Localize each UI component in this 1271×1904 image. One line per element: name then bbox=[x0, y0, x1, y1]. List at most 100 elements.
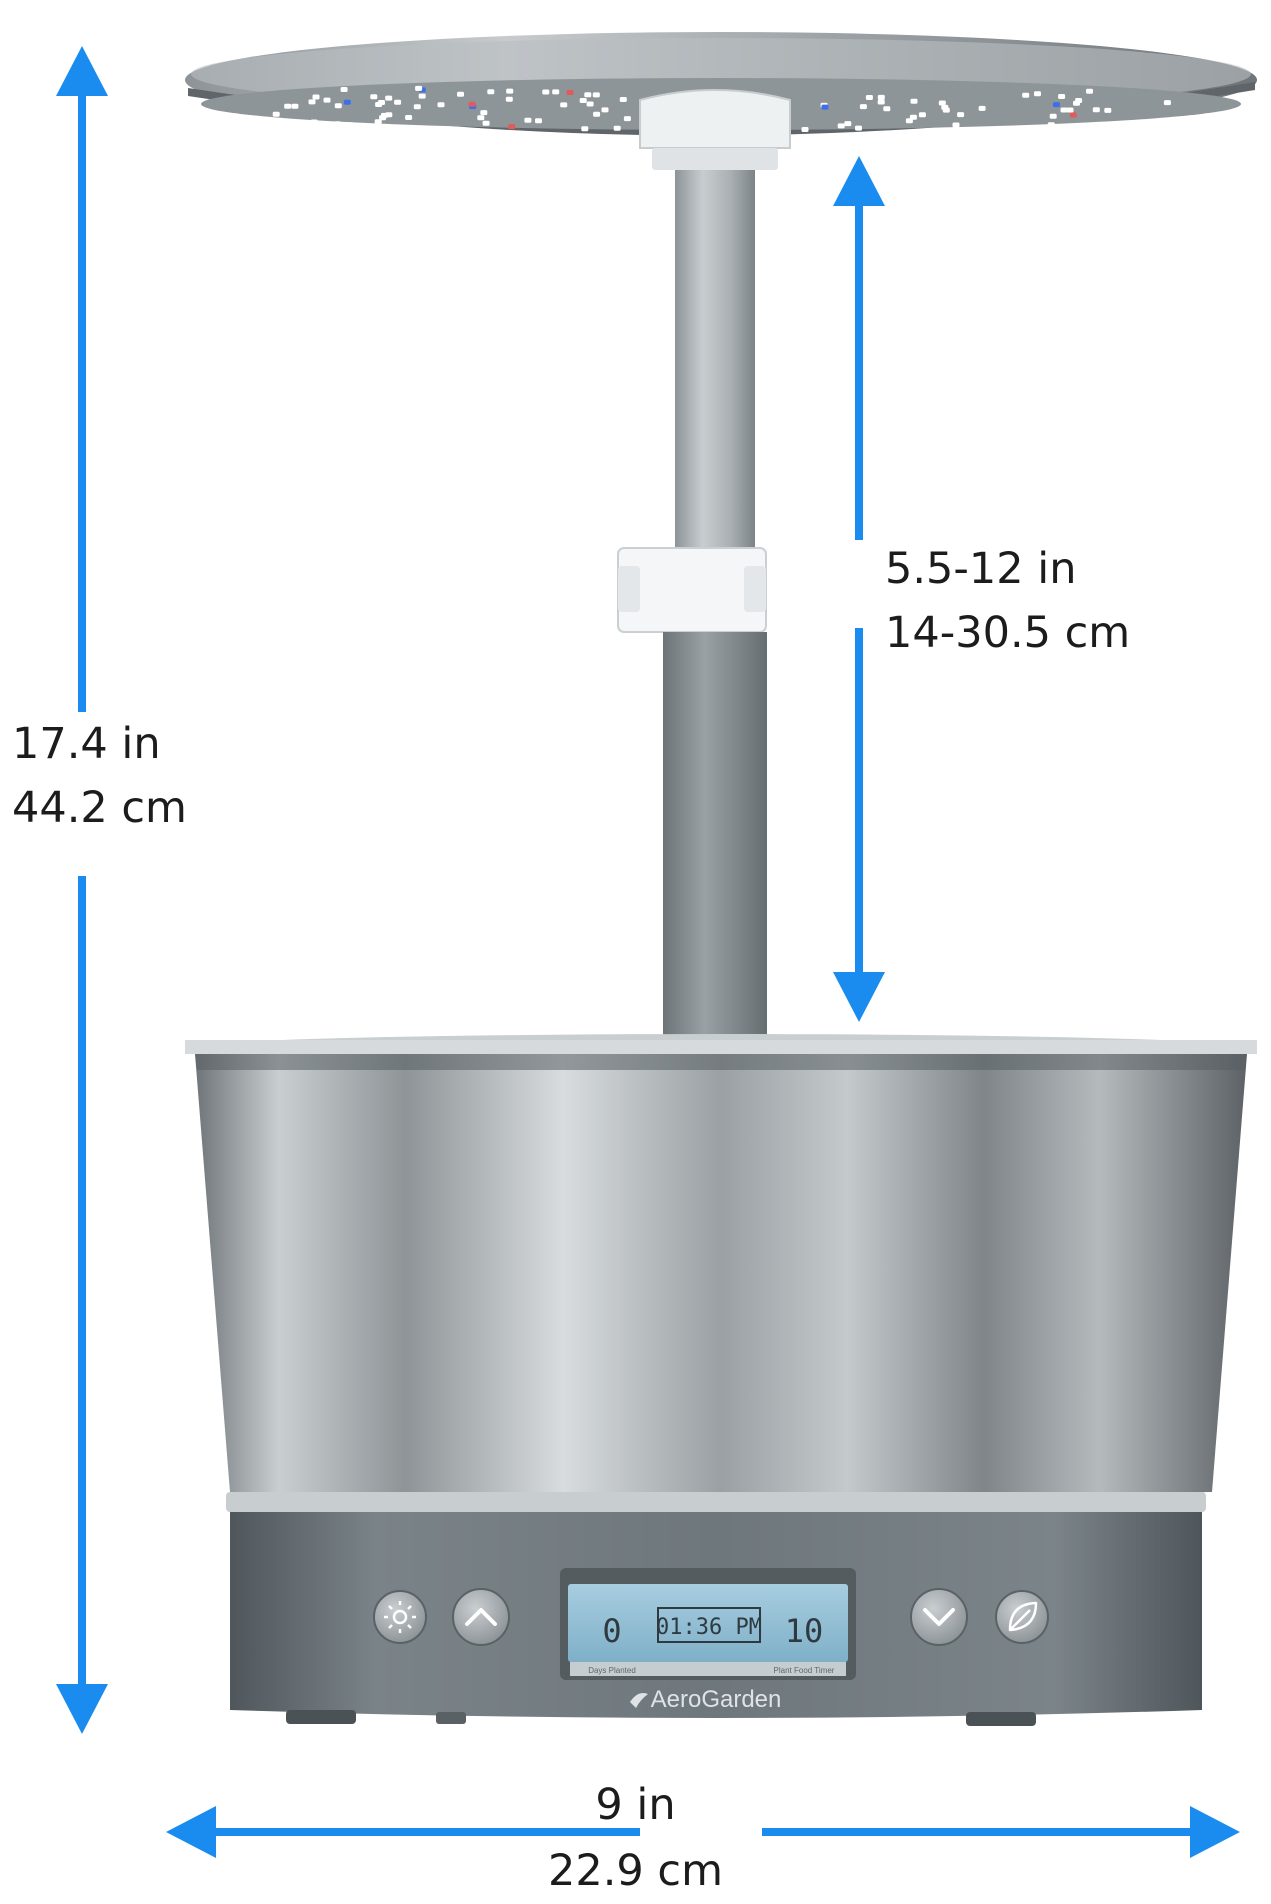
base-width-label: 9 in 22.9 cm bbox=[0, 1772, 1271, 1904]
led-dot bbox=[1163, 100, 1171, 106]
led-dot bbox=[877, 94, 885, 100]
led-dot bbox=[601, 107, 609, 113]
led-dot bbox=[385, 112, 393, 118]
light-extension-imperial: 5.5-12 in bbox=[885, 544, 1077, 594]
led-dot bbox=[1104, 107, 1112, 113]
down-button[interactable] bbox=[910, 1588, 968, 1646]
led-dot bbox=[859, 104, 867, 110]
led-dot bbox=[910, 98, 918, 104]
led-dot bbox=[343, 99, 351, 105]
total-height-arrow bbox=[56, 46, 108, 1734]
sun-icon bbox=[384, 1601, 416, 1633]
led-dot bbox=[340, 87, 348, 92]
led-dot bbox=[821, 104, 829, 110]
led-dot bbox=[524, 117, 532, 123]
leaf-icon bbox=[1008, 1601, 1038, 1632]
led-dot bbox=[1047, 122, 1055, 128]
led-dot bbox=[1092, 107, 1100, 113]
led-dot bbox=[905, 118, 913, 124]
led-dot bbox=[374, 119, 382, 125]
led-dot bbox=[333, 121, 341, 127]
led-dot bbox=[1034, 91, 1041, 97]
led-dot bbox=[942, 107, 950, 113]
led-dot bbox=[566, 90, 574, 95]
light-button[interactable] bbox=[373, 1590, 427, 1644]
led-dot bbox=[291, 103, 299, 109]
led-dot bbox=[584, 92, 592, 98]
led-dot bbox=[394, 99, 402, 105]
plant-food-button[interactable] bbox=[995, 1590, 1049, 1644]
led-dot bbox=[560, 102, 568, 108]
led-dot bbox=[312, 94, 320, 100]
lcd-plant-food-timer: 10 bbox=[785, 1612, 824, 1650]
led-dot bbox=[865, 95, 873, 100]
led-dot bbox=[346, 122, 354, 128]
led-dot bbox=[284, 103, 292, 109]
led-dot bbox=[508, 124, 516, 130]
led-dot bbox=[1069, 112, 1077, 118]
pole-upper bbox=[675, 170, 755, 555]
pole-collar bbox=[617, 547, 767, 633]
led-dot bbox=[370, 94, 378, 100]
chevron-up-icon bbox=[465, 1608, 497, 1626]
led-dot bbox=[613, 125, 621, 131]
pole-lower bbox=[663, 632, 767, 1042]
led-dot bbox=[1052, 102, 1060, 108]
led-dot bbox=[413, 104, 421, 110]
chevron-down-icon bbox=[923, 1608, 955, 1626]
base-width-metric: 22.9 cm bbox=[548, 1846, 723, 1896]
led-dot bbox=[310, 119, 318, 125]
led-dot bbox=[457, 91, 464, 97]
total-height-label: 17.4 in 44.2 cm bbox=[12, 712, 187, 840]
led-dot bbox=[468, 101, 476, 107]
led-dot bbox=[592, 92, 600, 98]
led-dot bbox=[1086, 88, 1093, 94]
total-height-metric: 44.2 cm bbox=[12, 783, 187, 833]
led-dot bbox=[918, 112, 926, 118]
led-dot bbox=[938, 100, 946, 106]
led-dot bbox=[272, 111, 280, 117]
led-dot bbox=[308, 99, 316, 105]
aerogarden-logo: AeroGarden bbox=[630, 1686, 781, 1713]
led-dot bbox=[405, 115, 413, 120]
led-dot bbox=[505, 96, 513, 102]
led-dot bbox=[581, 126, 589, 132]
led-dot bbox=[542, 89, 550, 95]
led-dot bbox=[506, 88, 514, 94]
led-dot bbox=[1060, 107, 1068, 113]
led-dot bbox=[837, 123, 845, 129]
led-dot bbox=[418, 93, 426, 99]
base-rim bbox=[226, 1492, 1206, 1512]
total-height-imperial: 17.4 in bbox=[12, 719, 161, 769]
hood-hub bbox=[639, 89, 791, 170]
light-extension-arrow bbox=[833, 156, 885, 1022]
led-dot bbox=[1066, 107, 1074, 113]
led-dot bbox=[1022, 92, 1030, 98]
lcd-display: 0 01:36 PM 10 Days Planted Plant Food Ti… bbox=[560, 1568, 856, 1680]
lcd-caption-plant-food: Plant Food Timer bbox=[774, 1666, 835, 1675]
led-dot bbox=[385, 95, 393, 101]
led-dot bbox=[978, 105, 986, 111]
base-width-imperial: 9 in bbox=[595, 1780, 676, 1830]
led-dot bbox=[957, 112, 965, 118]
light-extension-label: 5.5-12 in 14-30.5 cm bbox=[885, 537, 1130, 665]
steel-bowl bbox=[185, 1034, 1257, 1496]
lcd-days-planted: 0 bbox=[602, 1612, 621, 1650]
led-dot bbox=[586, 101, 594, 107]
led-dot bbox=[579, 98, 587, 103]
base-width-arrow bbox=[166, 1806, 1240, 1858]
lcd-time: 01:36 PM bbox=[656, 1615, 762, 1640]
led-dot bbox=[323, 97, 331, 103]
up-button[interactable] bbox=[452, 1588, 510, 1646]
led-dot bbox=[437, 102, 445, 108]
led-dot bbox=[480, 110, 488, 116]
led-array bbox=[272, 85, 1171, 132]
led-dot bbox=[619, 97, 627, 102]
led-dot bbox=[801, 127, 809, 132]
led-dot bbox=[844, 121, 852, 127]
lcd-caption-days-planted: Days Planted bbox=[588, 1666, 636, 1675]
led-dot bbox=[855, 125, 862, 131]
led-dot bbox=[623, 116, 631, 122]
